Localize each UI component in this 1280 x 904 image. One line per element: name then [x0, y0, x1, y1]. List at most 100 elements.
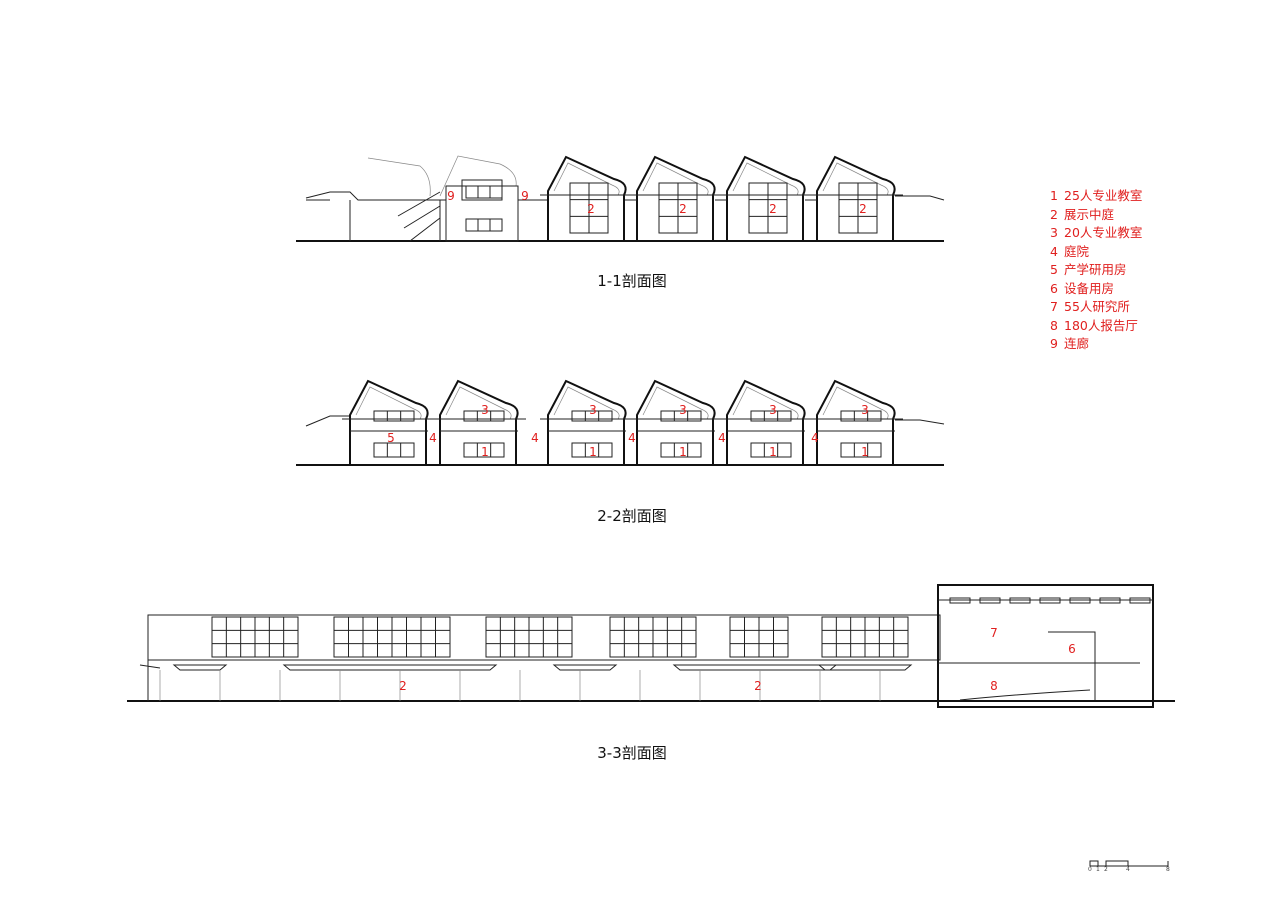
line-work: [816, 379, 896, 465]
room-label: 4: [429, 431, 437, 445]
scale-tick: 0: [1088, 866, 1092, 873]
legend-num: 5: [1050, 262, 1058, 277]
room-label: 4: [531, 431, 539, 445]
line-work: [750, 410, 792, 422]
line-work: [732, 162, 799, 196]
room-label: 3: [589, 403, 597, 417]
legend-num: 3: [1050, 225, 1058, 240]
line-work: [660, 442, 702, 458]
line-work: [642, 162, 709, 196]
line-work: [305, 191, 441, 241]
line-work: [571, 442, 613, 458]
line-work: [397, 191, 441, 242]
line-work: [816, 155, 896, 241]
line-work: [949, 597, 971, 604]
room-label: 3: [679, 403, 687, 417]
room-label: 9: [447, 189, 455, 203]
scale-tick: 8: [1166, 866, 1170, 873]
legend-item: 4 庭院: [1050, 243, 1142, 262]
room-label: 1: [679, 445, 687, 459]
room-label: 4: [811, 431, 819, 445]
line-work: [463, 442, 505, 458]
legend-text: 55人研究所: [1064, 299, 1130, 314]
section-title: 3-3剖面图: [597, 744, 667, 762]
legend-num: 1: [1050, 188, 1058, 203]
room-label: 6: [1068, 642, 1076, 656]
room-label: 3: [769, 403, 777, 417]
scale-tick: 2: [1104, 866, 1108, 873]
line-work: [636, 379, 716, 465]
scale-tick: 4: [1126, 866, 1130, 873]
room-label: 2: [587, 202, 595, 216]
line-work: [147, 614, 941, 661]
scale-bar-line: [1089, 860, 1169, 867]
line-work: [895, 419, 945, 425]
legend-text: 展示中庭: [1064, 206, 1115, 222]
legend-num: 4: [1050, 243, 1058, 259]
line-work: [817, 664, 913, 671]
legend-num: 2: [1050, 206, 1058, 222]
line-work: [1039, 597, 1061, 604]
line-work: [1009, 597, 1031, 604]
line-work: [938, 599, 1153, 701]
line-work: [822, 386, 889, 420]
room-label: 3: [481, 403, 489, 417]
line-work: [1099, 597, 1121, 604]
line-work: [349, 379, 429, 465]
line-work: [937, 584, 1154, 708]
room-label: 1: [769, 445, 777, 459]
line-work: [355, 386, 422, 420]
section-title: 1-1剖面图: [597, 272, 667, 290]
legend-text: 20人专业教室: [1064, 225, 1143, 240]
room-label: 1: [589, 445, 597, 459]
legend-item: 2 展示中庭: [1050, 206, 1142, 225]
line-work: [840, 442, 882, 458]
room-label: 2: [754, 679, 762, 693]
line-work: [726, 379, 806, 465]
line-work: [553, 162, 620, 196]
room-label: 2: [859, 202, 867, 216]
line-work: [305, 415, 351, 465]
legend-item: 3 20人专业教室: [1050, 224, 1142, 243]
line-work: [553, 386, 620, 420]
line-work: [445, 185, 519, 242]
room-label: 4: [628, 431, 636, 445]
line-work: [439, 379, 519, 465]
line-work: [445, 386, 512, 420]
room-label: 2: [399, 679, 407, 693]
line-work: [571, 410, 613, 422]
room-label: 1: [861, 445, 869, 459]
room-label: 2: [679, 202, 687, 216]
room-label: 7: [990, 626, 998, 640]
section-title: 2-2剖面图: [597, 507, 667, 525]
line-work: [465, 218, 503, 232]
line-work: [552, 664, 618, 671]
line-work: [840, 410, 882, 422]
legend-text: 庭院: [1064, 243, 1090, 259]
line-work: [822, 162, 889, 196]
room-label: 3: [861, 403, 869, 417]
line-work: [440, 199, 549, 241]
legend-text: 25人专业教室: [1064, 188, 1143, 203]
legend-num: 8: [1050, 317, 1058, 333]
legend-item: 9 连廊: [1050, 335, 1142, 354]
room-label: 5: [387, 431, 395, 445]
legend-num: 6: [1050, 280, 1058, 296]
line-work: [636, 155, 716, 241]
line-work: [750, 442, 792, 458]
legend-text: 连廊: [1064, 336, 1090, 351]
line-work: [979, 597, 1001, 604]
line-work: [547, 155, 627, 241]
line-work: [465, 185, 503, 199]
room-label: 9: [521, 189, 529, 203]
line-work: [625, 195, 945, 201]
legend-num: 9: [1050, 336, 1058, 351]
line-work: [1129, 597, 1151, 604]
legend-text: 设备用房: [1064, 280, 1115, 296]
scale-bar: 0 1 2 4 8: [1088, 858, 1170, 876]
